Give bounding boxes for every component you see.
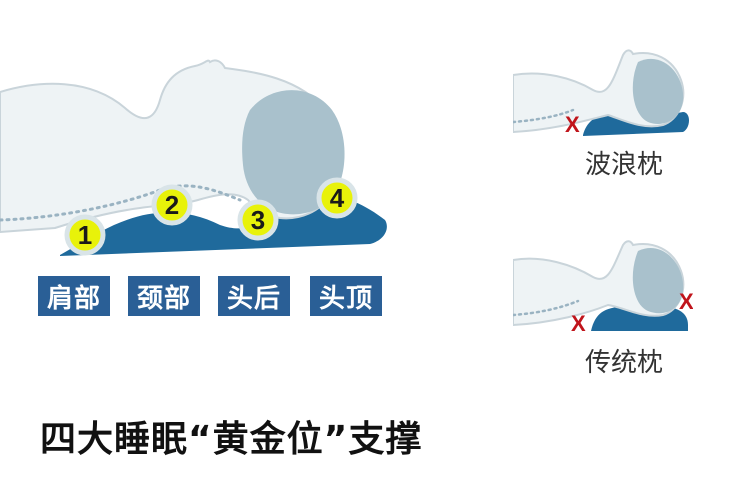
traditional-pillow-illustration: X X xyxy=(513,240,693,335)
wave-pillow-illustration: X xyxy=(513,49,689,137)
marker-1: 1 xyxy=(64,214,106,256)
spine-dotted-line xyxy=(0,184,242,222)
traditional-wrong-mark-left: X xyxy=(571,311,586,335)
main-pillow-illustration: 1 2 3 4 xyxy=(0,59,387,256)
traditional-spine-dotted-line xyxy=(513,299,580,317)
traditional-wrong-mark-right: X xyxy=(679,289,693,314)
wave-head-shape xyxy=(632,58,684,124)
head-shape xyxy=(242,90,345,215)
wave-pillow-caption: 波浪枕 xyxy=(585,150,664,180)
wave-spine-dotted-line xyxy=(513,108,575,124)
svg-text:3: 3 xyxy=(251,205,265,235)
svg-text:2: 2 xyxy=(165,190,179,220)
traditional-head-shape xyxy=(632,247,684,314)
label-top-of-head: 头顶 xyxy=(310,276,382,316)
page-title: 四大睡眠“黄金位”支撑 xyxy=(40,419,423,460)
marker-4: 4 xyxy=(316,177,358,219)
marker-3: 3 xyxy=(237,199,279,241)
svg-text:1: 1 xyxy=(78,220,92,250)
traditional-pillow-caption: 传统枕 xyxy=(585,348,664,378)
wave-wrong-mark: X xyxy=(565,112,580,137)
label-shoulder: 肩部 xyxy=(38,276,110,316)
position-labels: 肩部 颈部 头后 头顶 xyxy=(38,276,388,318)
svg-text:4: 4 xyxy=(330,183,345,213)
label-back-of-head: 头后 xyxy=(218,276,290,316)
label-neck: 颈部 xyxy=(128,276,200,316)
marker-2: 2 xyxy=(151,184,193,226)
